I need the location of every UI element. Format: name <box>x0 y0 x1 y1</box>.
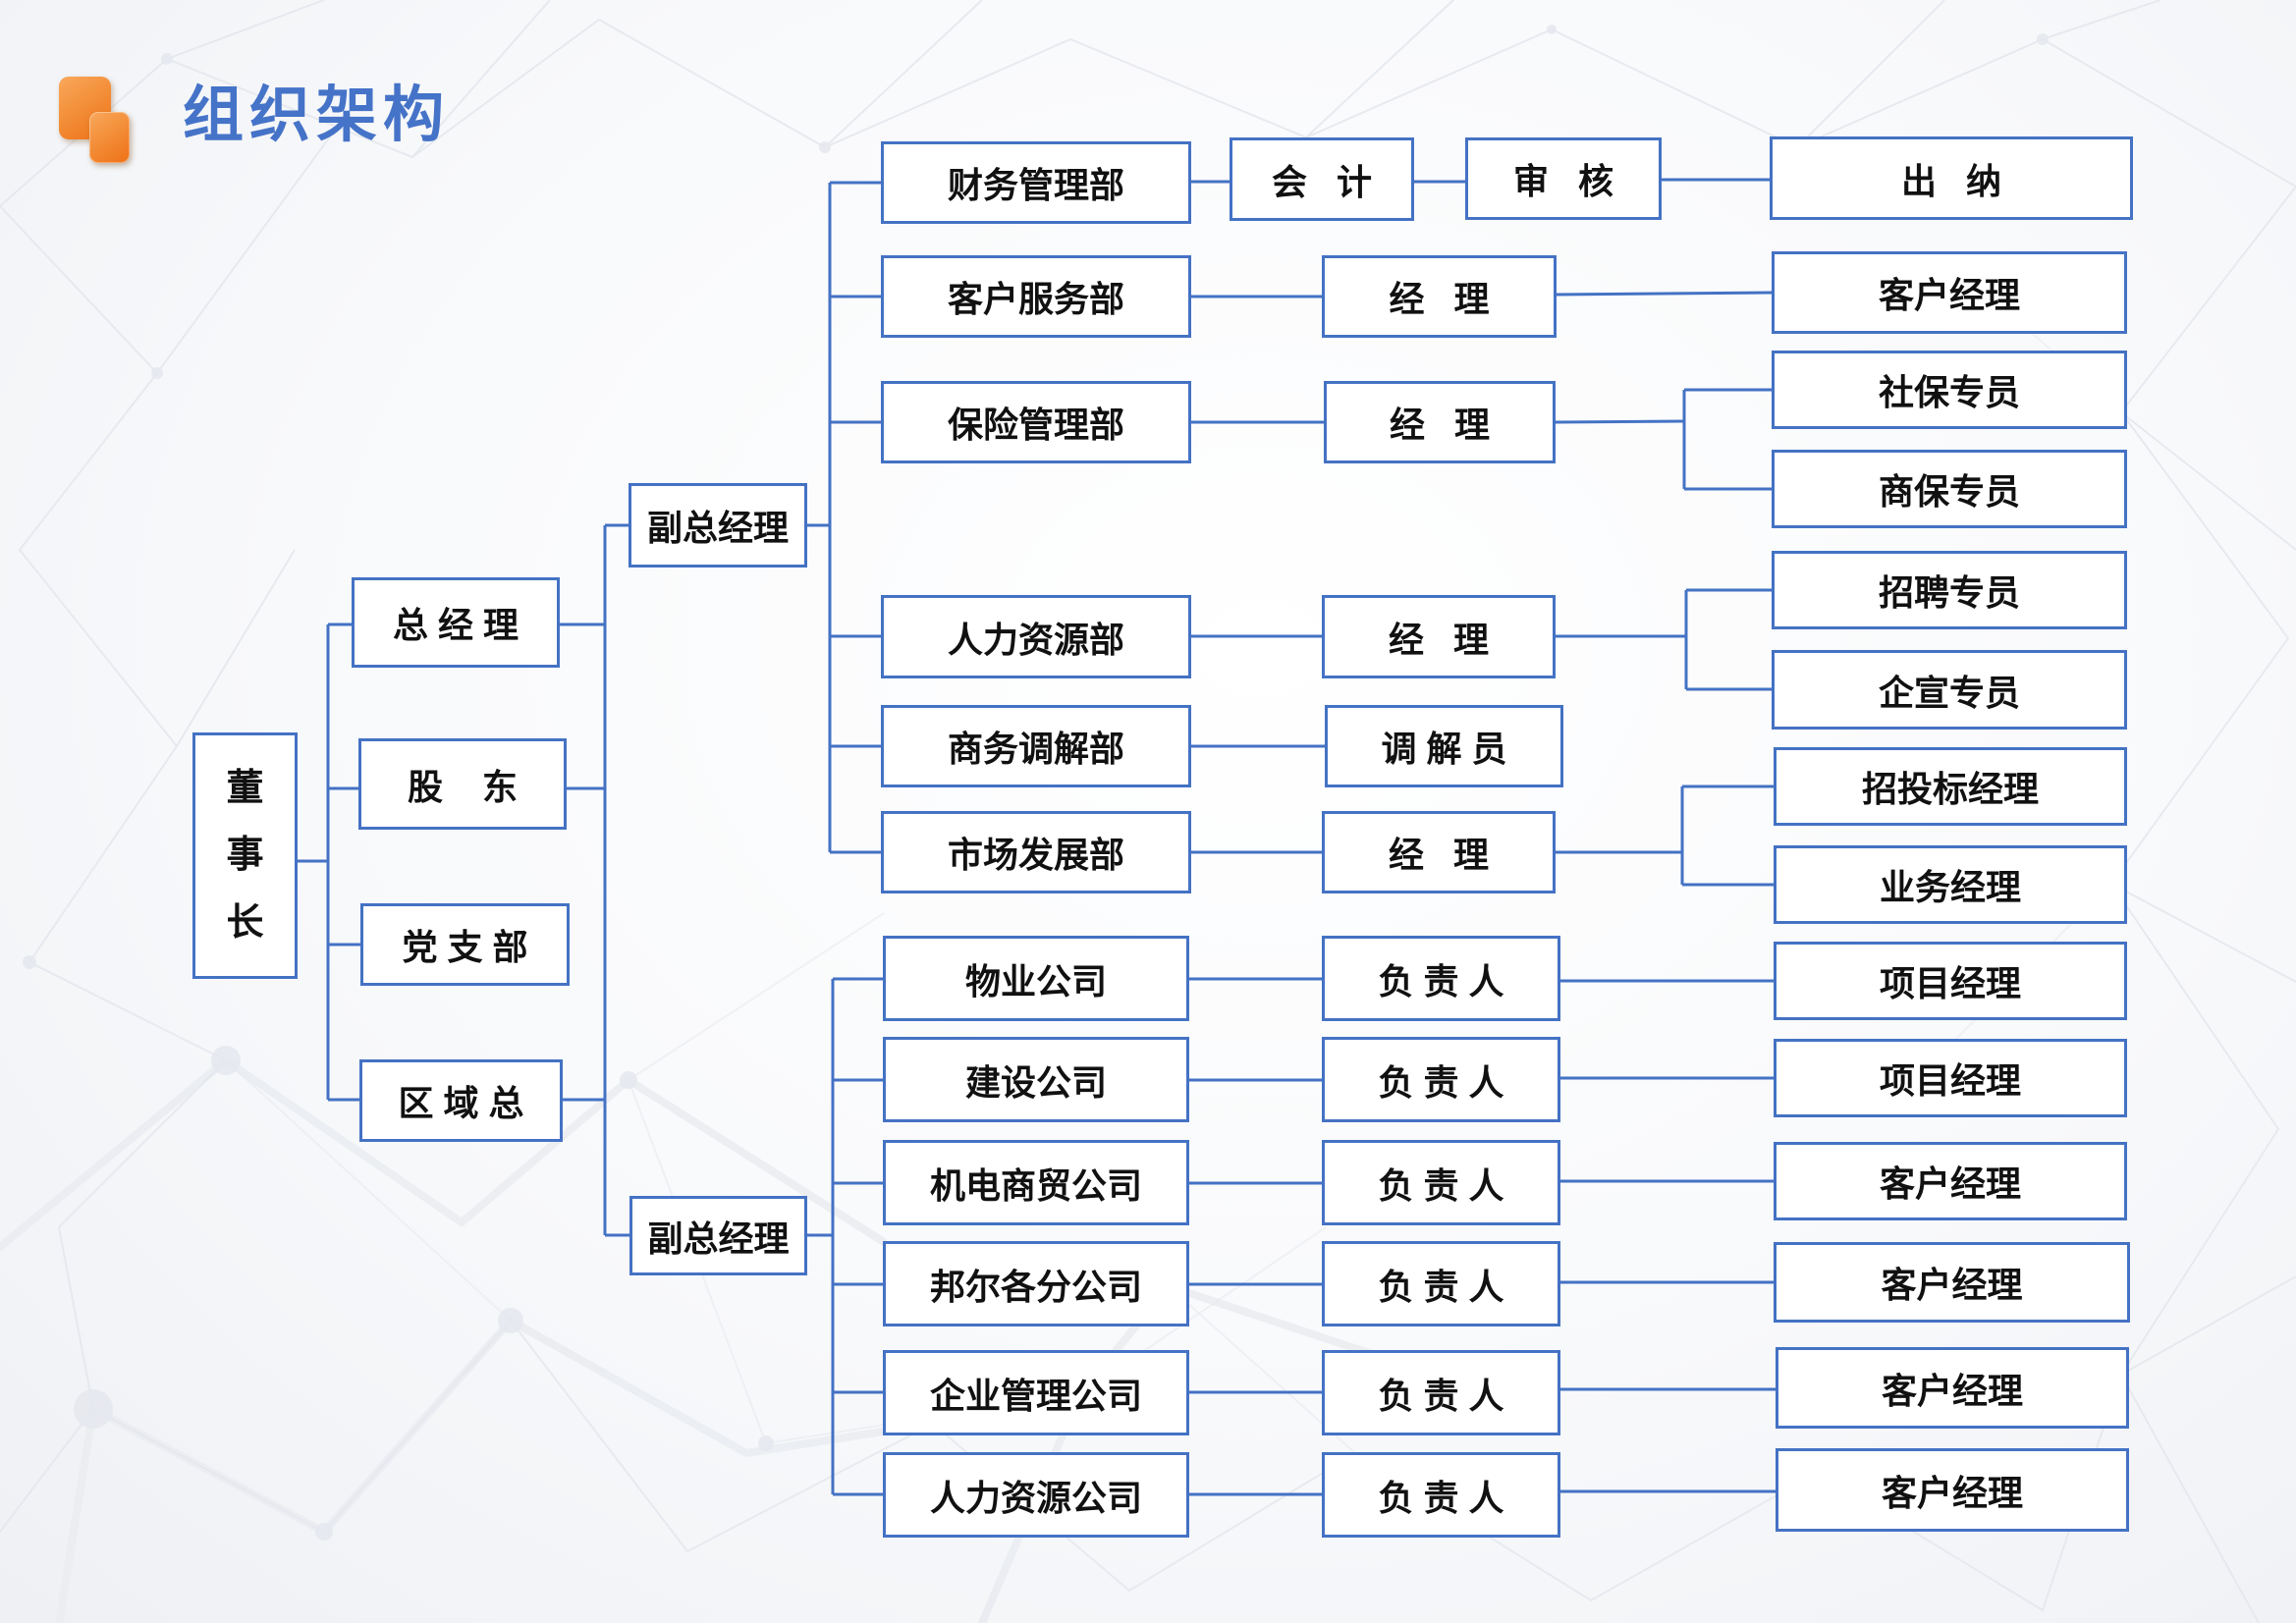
node-customer-manager-4: 客户经理 <box>1776 1347 2129 1429</box>
node-chairman-label: 董事长 <box>226 767 264 944</box>
node-customer-manager-5: 客户经理 <box>1776 1448 2129 1532</box>
node-commercial-insurance-specialist: 商保专员 <box>1772 450 2127 528</box>
node-social-insurance-specialist: 社保专员 <box>1772 351 2127 429</box>
node-project-manager-1: 项目经理 <box>1774 942 2127 1020</box>
node-chairman: 董事长 <box>192 732 298 979</box>
node-business-manager: 业务经理 <box>1774 845 2127 924</box>
node-regional-head: 区 域 总 <box>359 1059 563 1142</box>
node-head-electromech: 负 责 人 <box>1322 1140 1560 1225</box>
node-head-enterprise: 负 责 人 <box>1322 1350 1560 1435</box>
node-auditor: 审 核 <box>1465 137 1662 220</box>
node-customer-manager-3: 客户经理 <box>1774 1242 2130 1323</box>
node-customer-manager-2: 客户经理 <box>1774 1142 2127 1220</box>
node-cashier: 出 纳 <box>1770 136 2133 220</box>
node-co-property: 物业公司 <box>883 936 1189 1021</box>
node-deputy-gm-1: 副总经理 <box>629 483 807 568</box>
node-co-electromech: 机电商贸公司 <box>883 1140 1189 1225</box>
title-square-icon-small <box>89 112 130 163</box>
node-recruiting-specialist: 招聘专员 <box>1772 551 2127 629</box>
node-co-construction: 建设公司 <box>883 1037 1189 1122</box>
node-co-hr: 人力资源公司 <box>883 1452 1189 1538</box>
node-deputy-gm-2: 副总经理 <box>629 1196 807 1275</box>
node-mediator: 调 解 员 <box>1325 705 1563 787</box>
page-title: 组织架构 <box>183 79 451 150</box>
node-head-banger: 负 责 人 <box>1322 1241 1560 1326</box>
node-head-construction: 负 责 人 <box>1322 1037 1560 1122</box>
node-customer-manager-1: 客户经理 <box>1772 251 2127 334</box>
node-tender-manager: 招投标经理 <box>1774 747 2127 826</box>
node-accountant: 会 计 <box>1230 137 1414 221</box>
node-dept-customer-service: 客户服务部 <box>881 255 1191 338</box>
node-manager-hr: 经 理 <box>1322 595 1556 678</box>
node-dept-finance: 财务管理部 <box>881 141 1191 224</box>
node-dept-mediation: 商务调解部 <box>881 705 1191 787</box>
node-party-branch: 党 支 部 <box>360 903 570 986</box>
node-dept-hr: 人力资源部 <box>881 595 1191 678</box>
node-general-manager: 总 经 理 <box>352 577 560 668</box>
node-co-enterprise-mgmt: 企业管理公司 <box>883 1350 1189 1435</box>
node-dept-market: 市场发展部 <box>881 811 1191 893</box>
node-manager-market: 经 理 <box>1322 811 1556 893</box>
node-manager-insurance: 经 理 <box>1324 381 1556 463</box>
node-head-property: 负 责 人 <box>1322 936 1560 1021</box>
node-dept-insurance: 保险管理部 <box>881 381 1191 463</box>
node-co-banger-branches: 邦尔各分公司 <box>883 1241 1189 1326</box>
node-manager-customer-service: 经 理 <box>1322 255 1557 338</box>
node-head-hr-co: 负 责 人 <box>1322 1452 1560 1538</box>
node-shareholder: 股 东 <box>358 738 567 830</box>
node-pr-specialist: 企宣专员 <box>1772 650 2127 730</box>
node-project-manager-2: 项目经理 <box>1774 1039 2127 1117</box>
